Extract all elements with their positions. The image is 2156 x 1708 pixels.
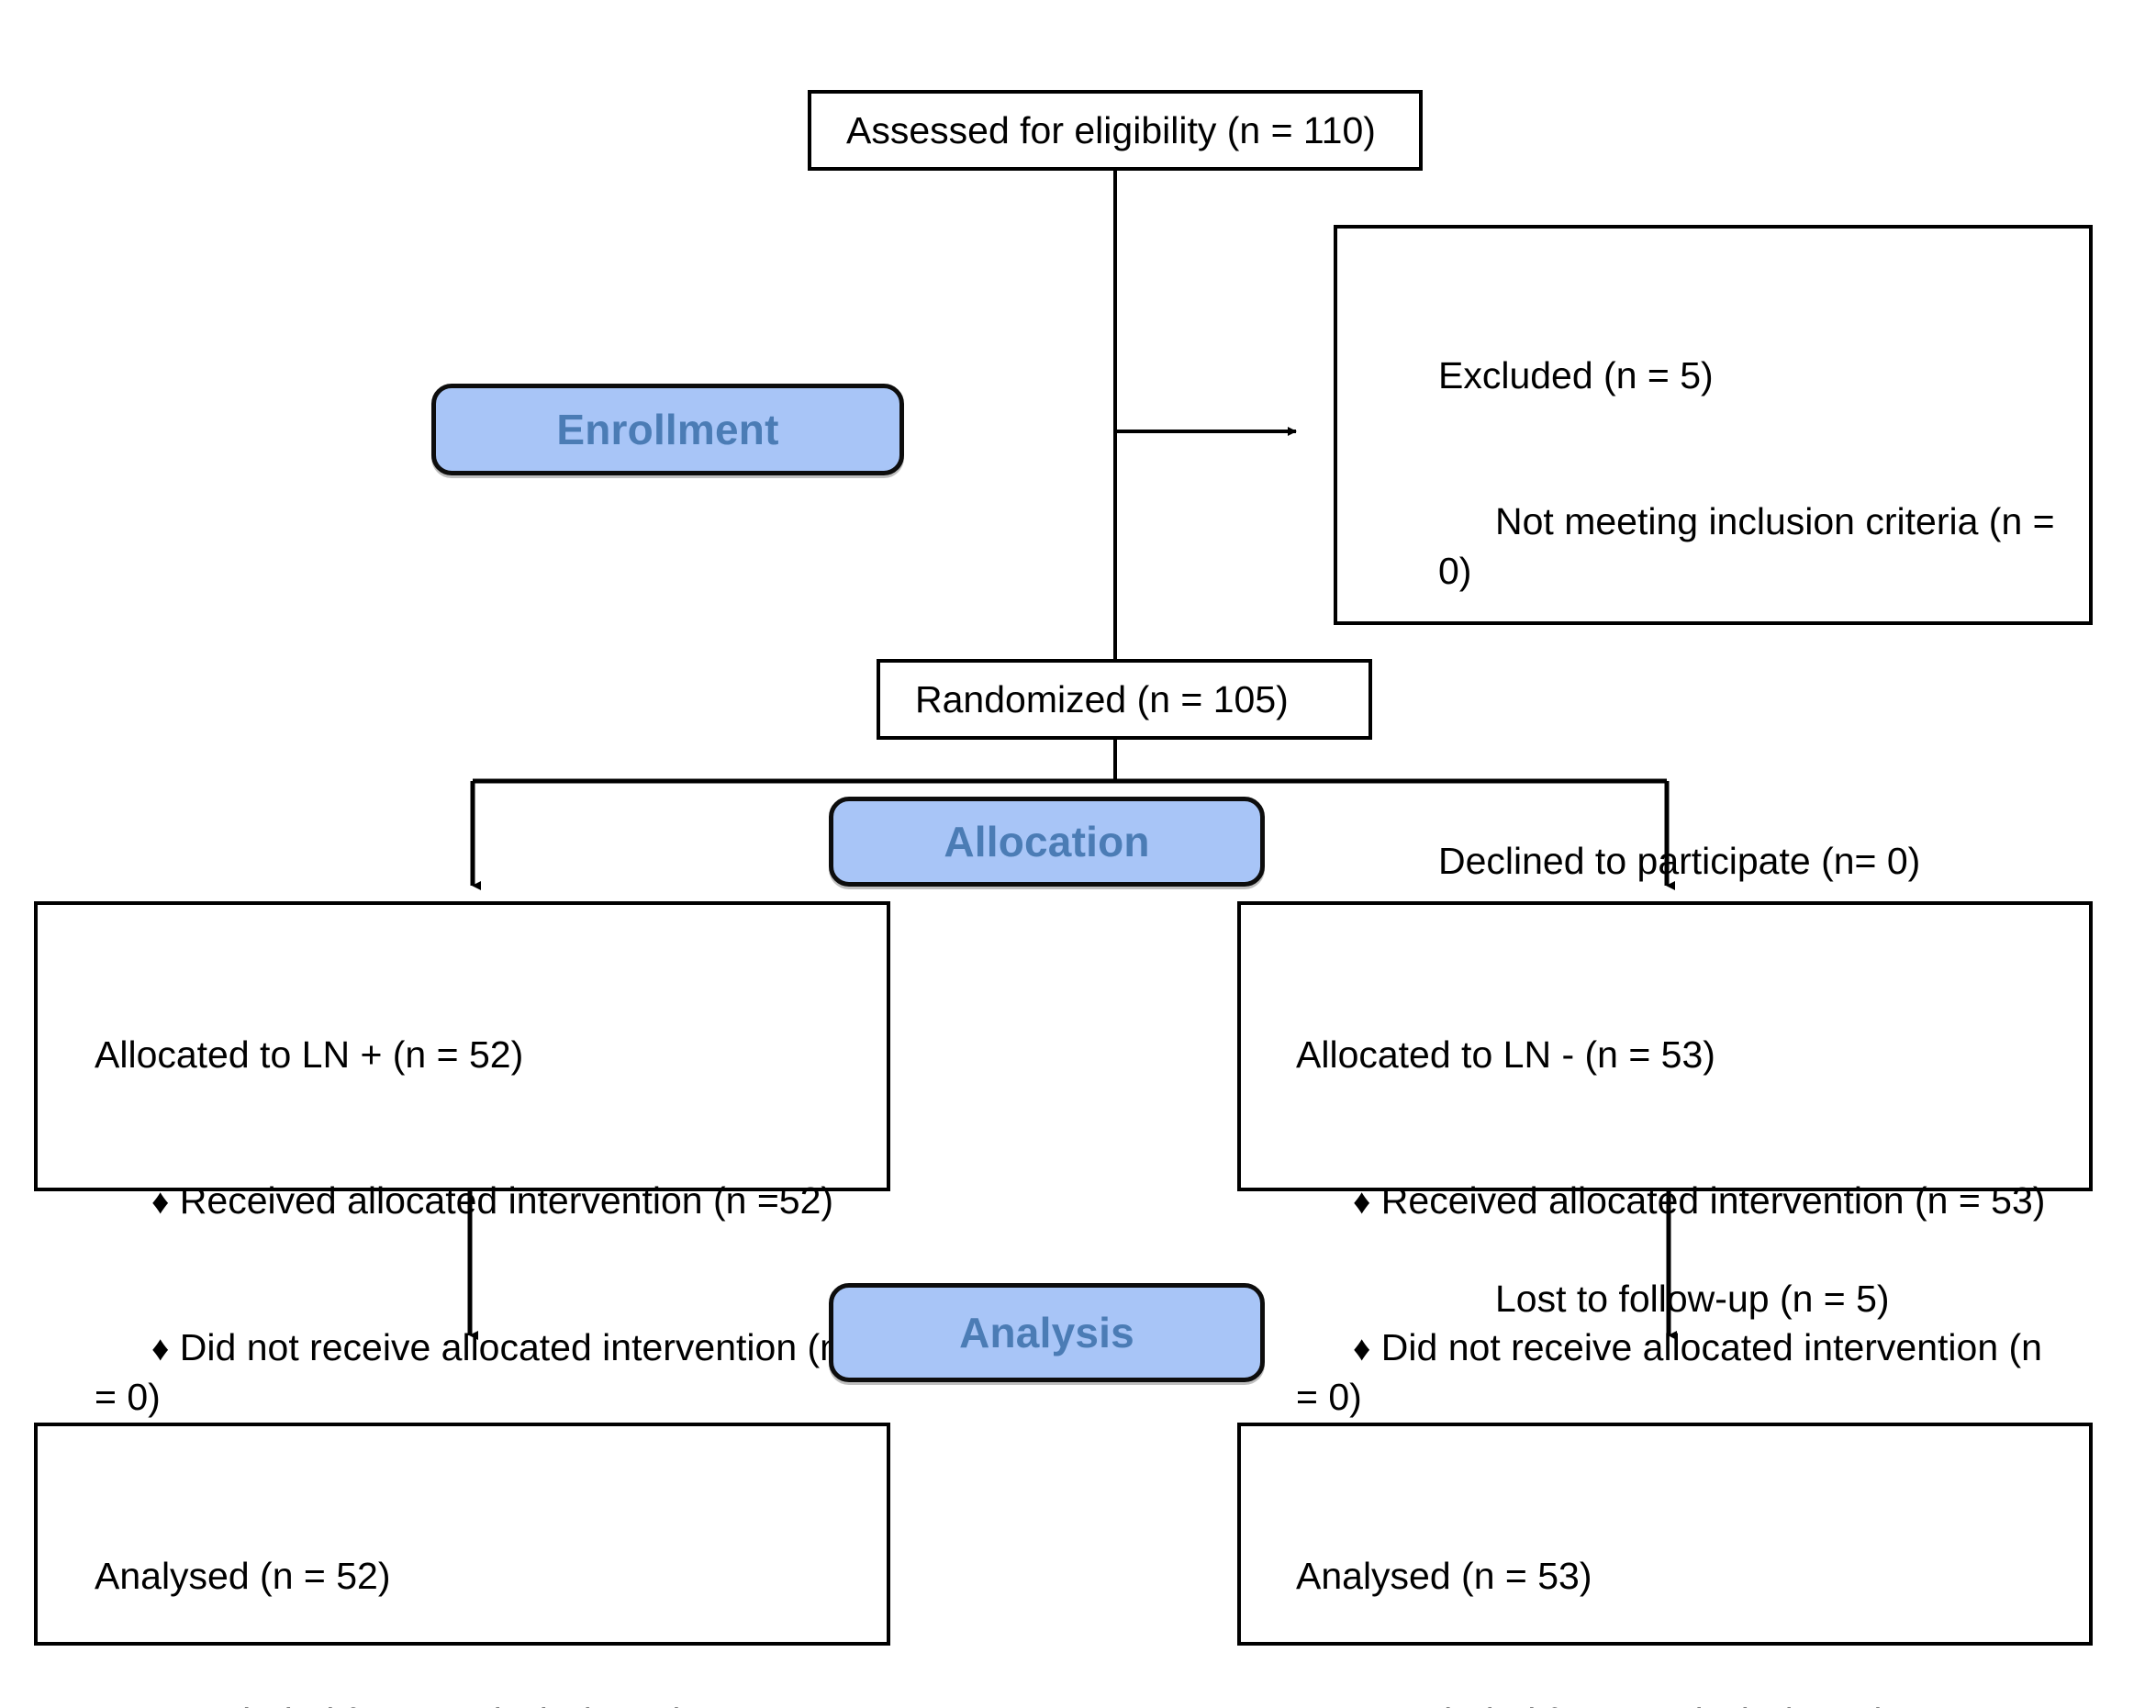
box-analysed-ln-negative: Analysed (n = 53) ♦ Excluded from analys…: [1237, 1423, 2093, 1708]
analysed-left-line-2: ♦ Excluded from analysis (n = 0): [95, 1698, 866, 1708]
excluded-spacer-1: [1438, 694, 2081, 740]
allocated-left-line-3: ♦ Did not receive allocated intervention…: [95, 1326, 841, 1418]
analysed-right-line-2: ♦ Excluded from analysis (n = 0): [1296, 1698, 2067, 1708]
diamond-bullet-icon: ♦: [1353, 1704, 1370, 1708]
banner-allocation-label: Allocation: [944, 818, 1150, 865]
banner-enrollment: Enrollment: [431, 384, 904, 475]
allocated-left-line-1: Allocated to LN + (n = 52): [95, 1033, 524, 1076]
box-allocated-ln-negative: Allocated to LN - (n = 53) ♦ Received al…: [1237, 901, 2093, 1418]
connector-randomized-split: [470, 740, 1675, 890]
excluded-line-3: Declined to participate (n= 0): [1438, 840, 1921, 883]
excluded-line-5: Lost to follow-up (n = 5): [1495, 1277, 1890, 1320]
banner-allocation: Allocation: [829, 797, 1265, 887]
box-analysed-ln-positive: Analysed (n = 52) ♦ Excluded from analys…: [34, 1423, 890, 1708]
diamond-bullet-icon: ♦: [151, 1330, 170, 1369]
banner-analysis: Analysis: [829, 1283, 1265, 1382]
excluded-line-2: Not meeting inclusion criteria (n = 0): [1438, 500, 2065, 592]
excluded-line-1: Excluded (n = 5): [1438, 353, 1714, 396]
diamond-bullet-icon: ♦: [151, 1183, 170, 1222]
banner-analysis-label: Analysis: [959, 1309, 1134, 1356]
allocated-left-line-2: ♦ Received allocated intervention (n =52…: [151, 1179, 834, 1222]
allocated-right-text-block: Allocated to LN - (n = 53) ♦ Received al…: [1296, 932, 2067, 1520]
diamond-bullet-icon: ♦: [1353, 1183, 1371, 1222]
analysed-right-text-block: Analysed (n = 53) ♦ Excluded from analys…: [1296, 1454, 2067, 1708]
diamond-bullet-icon: ♦: [1353, 1330, 1371, 1369]
allocated-left-text-block: Allocated to LN + (n = 52) ♦ Received al…: [95, 932, 866, 1520]
box-excluded: Excluded (n = 5) Not meeting inclusion c…: [1334, 225, 2093, 1320]
box-allocated-ln-positive: Allocated to LN + (n = 52) ♦ Received al…: [34, 901, 890, 1418]
assessed-text: Assessed for eligibility (n = 110): [846, 109, 1376, 151]
box-assessed-for-eligibility: Assessed for eligibility (n = 110): [808, 90, 1423, 171]
analysed-right-line-1: Analysed (n = 53): [1296, 1554, 1592, 1597]
analysed-left-text-block: Analysed (n = 52) ♦ Excluded from analys…: [95, 1454, 866, 1708]
box-randomized: Randomized (n = 105): [877, 659, 1372, 740]
allocated-right-line-2: ♦ Received allocated intervention (n = 5…: [1353, 1179, 2046, 1222]
diamond-bullet-icon: ♦: [151, 1704, 169, 1708]
analysed-left-line-1: Analysed (n = 52): [95, 1554, 391, 1597]
allocated-right-line-1: Allocated to LN - (n = 53): [1296, 1033, 1715, 1076]
randomized-text: Randomized (n = 105): [915, 678, 1289, 720]
allocated-right-line-3: ♦ Did not receive allocated intervention…: [1296, 1326, 2053, 1418]
banner-enrollment-label: Enrollment: [556, 406, 779, 453]
